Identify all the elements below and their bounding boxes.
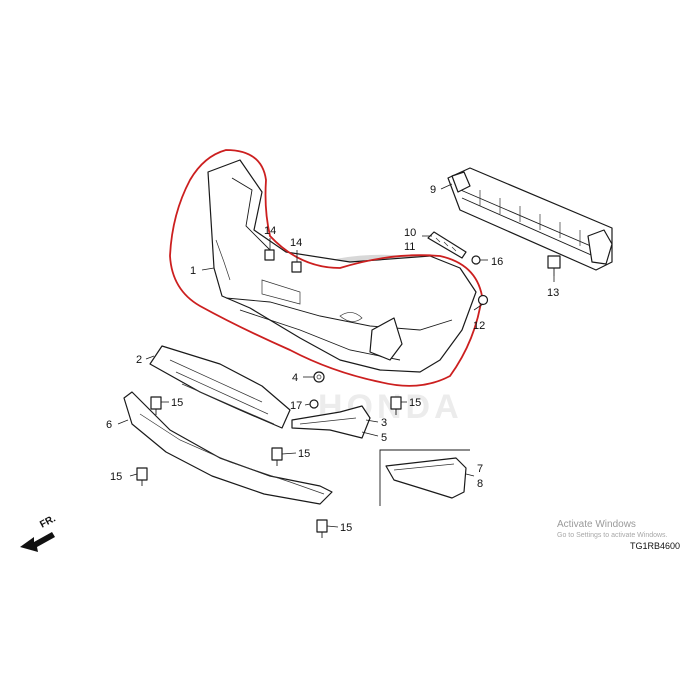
callout-15a: 15 xyxy=(171,397,183,409)
clip-15a xyxy=(150,396,162,415)
callout-7: 7 xyxy=(477,463,483,475)
bracket-10-11 xyxy=(427,231,467,259)
callout-15d: 15 xyxy=(110,471,122,483)
leader-lines xyxy=(117,183,555,528)
callout-2: 2 xyxy=(136,354,142,366)
direction-label: FR. xyxy=(38,513,58,530)
side-garnish xyxy=(291,405,371,439)
callout-11: 11 xyxy=(404,241,415,253)
screw-17 xyxy=(309,399,319,409)
callout-1: 1 xyxy=(190,265,196,277)
callout-8: 8 xyxy=(477,478,483,490)
diagram-code: TG1RB4600 xyxy=(630,541,680,551)
clip-15b xyxy=(390,396,402,415)
watermark-title: Activate Windows xyxy=(557,519,636,530)
highlight-outline xyxy=(169,149,483,387)
callout-10: 10 xyxy=(404,227,416,239)
screw-16 xyxy=(471,255,488,265)
inset-frame xyxy=(379,449,470,506)
fastener-12 xyxy=(477,294,489,306)
clip-14a xyxy=(264,249,275,261)
callout-4: 4 xyxy=(292,372,298,384)
callout-12: 12 xyxy=(473,320,485,332)
watermark-subtitle: Go to Settings to activate Windows. xyxy=(557,532,668,539)
bolt-13 xyxy=(547,255,561,276)
clip-15e xyxy=(316,519,328,538)
callout-13: 13 xyxy=(547,287,559,299)
callout-6: 6 xyxy=(106,419,112,431)
callout-15c: 15 xyxy=(298,448,310,460)
callout-5: 5 xyxy=(381,432,387,444)
fastener-4 xyxy=(313,371,325,383)
lower-grille xyxy=(149,345,291,429)
callout-9: 9 xyxy=(430,184,436,196)
callout-14a: 14 xyxy=(264,225,276,237)
clip-15d xyxy=(136,467,148,486)
clip-14b xyxy=(291,261,302,273)
bumper-beam xyxy=(447,167,613,271)
callout-16: 16 xyxy=(491,256,503,268)
lower-spoiler xyxy=(123,391,333,505)
callout-3: 3 xyxy=(381,417,387,429)
callout-14b: 14 xyxy=(290,237,302,249)
callout-15b: 15 xyxy=(409,397,421,409)
callout-15e: 15 xyxy=(340,522,352,534)
clip-15c xyxy=(271,447,283,466)
front-direction-arrow xyxy=(20,532,55,552)
front-bumper-face xyxy=(207,159,477,373)
callout-17: 17 xyxy=(290,400,302,412)
